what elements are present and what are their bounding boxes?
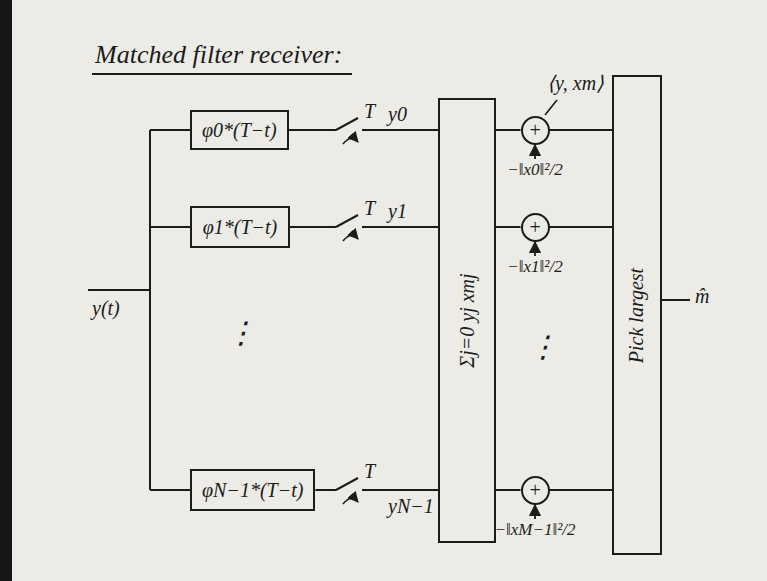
subtract-arrow [534, 242, 536, 256]
filter-box: φ0*(T−t) [190, 110, 289, 150]
adder-circle: + [521, 476, 550, 505]
node-text: φ1*(T−t) [203, 216, 278, 239]
sampling-time: T [364, 100, 375, 123]
signal-line [290, 226, 438, 228]
split-wire [149, 130, 151, 490]
adder-ring [522, 117, 549, 144]
signal-line [550, 226, 613, 228]
sampler-switch [336, 478, 362, 504]
output-wire [662, 299, 690, 301]
signal-line [289, 129, 438, 131]
signal-name: y0 [388, 103, 407, 126]
decision-output: m̂ [695, 285, 709, 308]
switch-blade [336, 118, 358, 130]
switch-arrow [343, 235, 358, 241]
branch-wire [150, 129, 190, 131]
adder-outline [521, 476, 550, 505]
node-text: + [528, 479, 542, 502]
signal-line [550, 489, 613, 491]
switch-blade [336, 215, 358, 227]
signal-name: y1 [388, 200, 407, 223]
node-text: Σj=0 yj xmj [456, 273, 479, 367]
adder-outline [521, 213, 550, 242]
ellipsis: ⋮ [226, 316, 256, 351]
inner-product-label: ⟨y, xm⟩ [547, 72, 604, 95]
signal-name: y(t) [92, 297, 120, 320]
node-text: Pick largest [626, 267, 649, 362]
switch-arrow [343, 138, 358, 144]
correlator-box: Σj=0 yj xmj [438, 98, 496, 543]
node-text: φ0*(T−t) [202, 119, 277, 142]
adder-outline [521, 116, 550, 145]
filter-box: φN−1*(T−t) [190, 469, 315, 511]
node-text: + [528, 119, 542, 142]
adder-ring [522, 477, 549, 504]
energy-term: −‖x1‖²/2 [507, 257, 562, 277]
sampler-switch [336, 215, 362, 241]
signal-line [496, 489, 521, 491]
filter-box: φ1*(T−t) [190, 206, 290, 248]
diagram-title: Matched filter receiver: [95, 40, 342, 70]
signal-name: yN−1 [388, 495, 434, 518]
switch-arrow [343, 498, 358, 504]
title-underline [92, 73, 352, 75]
subtract-arrow [534, 505, 536, 519]
energy-term: −‖xM−1‖²/2 [494, 520, 575, 540]
input-wire [88, 289, 150, 291]
adder-ring [522, 214, 549, 241]
signal-line [550, 129, 613, 131]
signal-line [496, 129, 521, 131]
signal-line [315, 489, 438, 491]
adder-circle: + [521, 116, 550, 145]
node-text: + [528, 216, 542, 239]
board-edge [0, 0, 12, 581]
energy-term: −‖x0‖²/2 [507, 160, 562, 180]
switch-blade [336, 478, 358, 490]
node-text: φN−1*(T−t) [202, 479, 303, 502]
adder-circle: + [521, 213, 550, 242]
sampling-time: T [364, 460, 375, 483]
signal-line [496, 226, 521, 228]
decision-box: Pick largest [612, 75, 662, 555]
leader-line [545, 100, 557, 115]
branch-wire [150, 489, 190, 491]
sampler-switch [336, 118, 362, 144]
sampling-time: T [364, 197, 375, 220]
branch-wire [150, 226, 190, 228]
subtract-arrow [534, 145, 536, 159]
ellipsis: ⋮ [528, 330, 558, 365]
